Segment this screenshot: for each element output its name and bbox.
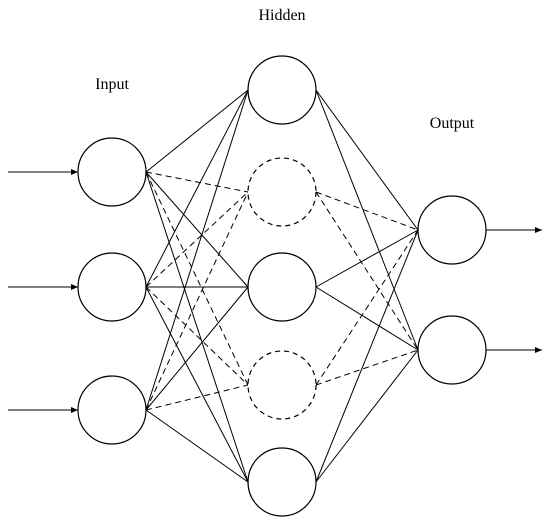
hidden-neuron-3	[247, 252, 317, 322]
neurons	[77, 55, 487, 517]
hidden-neuron-1	[247, 55, 317, 125]
edge-input-3-hidden-1	[145, 89, 249, 411]
hidden-neuron-5	[247, 447, 317, 517]
connection-lines	[145, 89, 419, 483]
edge-hidden-2-output-2	[315, 191, 419, 351]
edge-input-1-hidden-5	[145, 171, 249, 483]
output-neuron-1	[417, 195, 487, 265]
output-neuron-2	[417, 315, 487, 385]
edge-hidden-5-output-2	[315, 349, 419, 483]
dropped-hidden-neuron-2	[247, 157, 317, 227]
edge-hidden-5-output-1	[315, 229, 419, 483]
edge-input-2-hidden-2	[145, 191, 249, 288]
edge-hidden-3-output-2	[315, 286, 419, 351]
edge-hidden-4-output-1	[315, 229, 419, 386]
edge-hidden-1-output-2	[315, 89, 419, 351]
edge-input-1-hidden-1	[145, 89, 249, 173]
edge-input-3-hidden-2	[145, 191, 249, 411]
input-neuron-1	[77, 137, 147, 207]
edge-input-3-hidden-5	[145, 409, 249, 483]
hidden-layer-label: Hidden	[258, 7, 305, 24]
edge-hidden-2-output-1	[315, 191, 419, 231]
edge-input-1-hidden-3	[145, 171, 249, 288]
edge-hidden-4-output-2	[315, 349, 419, 386]
edge-input-3-hidden-3	[145, 286, 249, 411]
io-arrows	[8, 169, 542, 413]
dropped-hidden-neuron-4	[247, 350, 317, 420]
edge-input-1-hidden-2	[145, 171, 249, 193]
edge-input-2-hidden-5	[145, 286, 249, 483]
edge-hidden-3-output-1	[315, 229, 419, 288]
edge-input-2-hidden-1	[145, 89, 249, 288]
input-layer-label: Input	[95, 76, 129, 93]
edge-input-2-hidden-4	[145, 286, 249, 386]
input-neuron-2	[77, 252, 147, 322]
output-layer-label: Output	[430, 115, 475, 132]
edge-input-1-hidden-4	[145, 171, 249, 386]
edge-hidden-1-output-1	[315, 89, 419, 231]
edge-input-3-hidden-4	[145, 384, 249, 411]
input-neuron-3	[77, 375, 147, 445]
